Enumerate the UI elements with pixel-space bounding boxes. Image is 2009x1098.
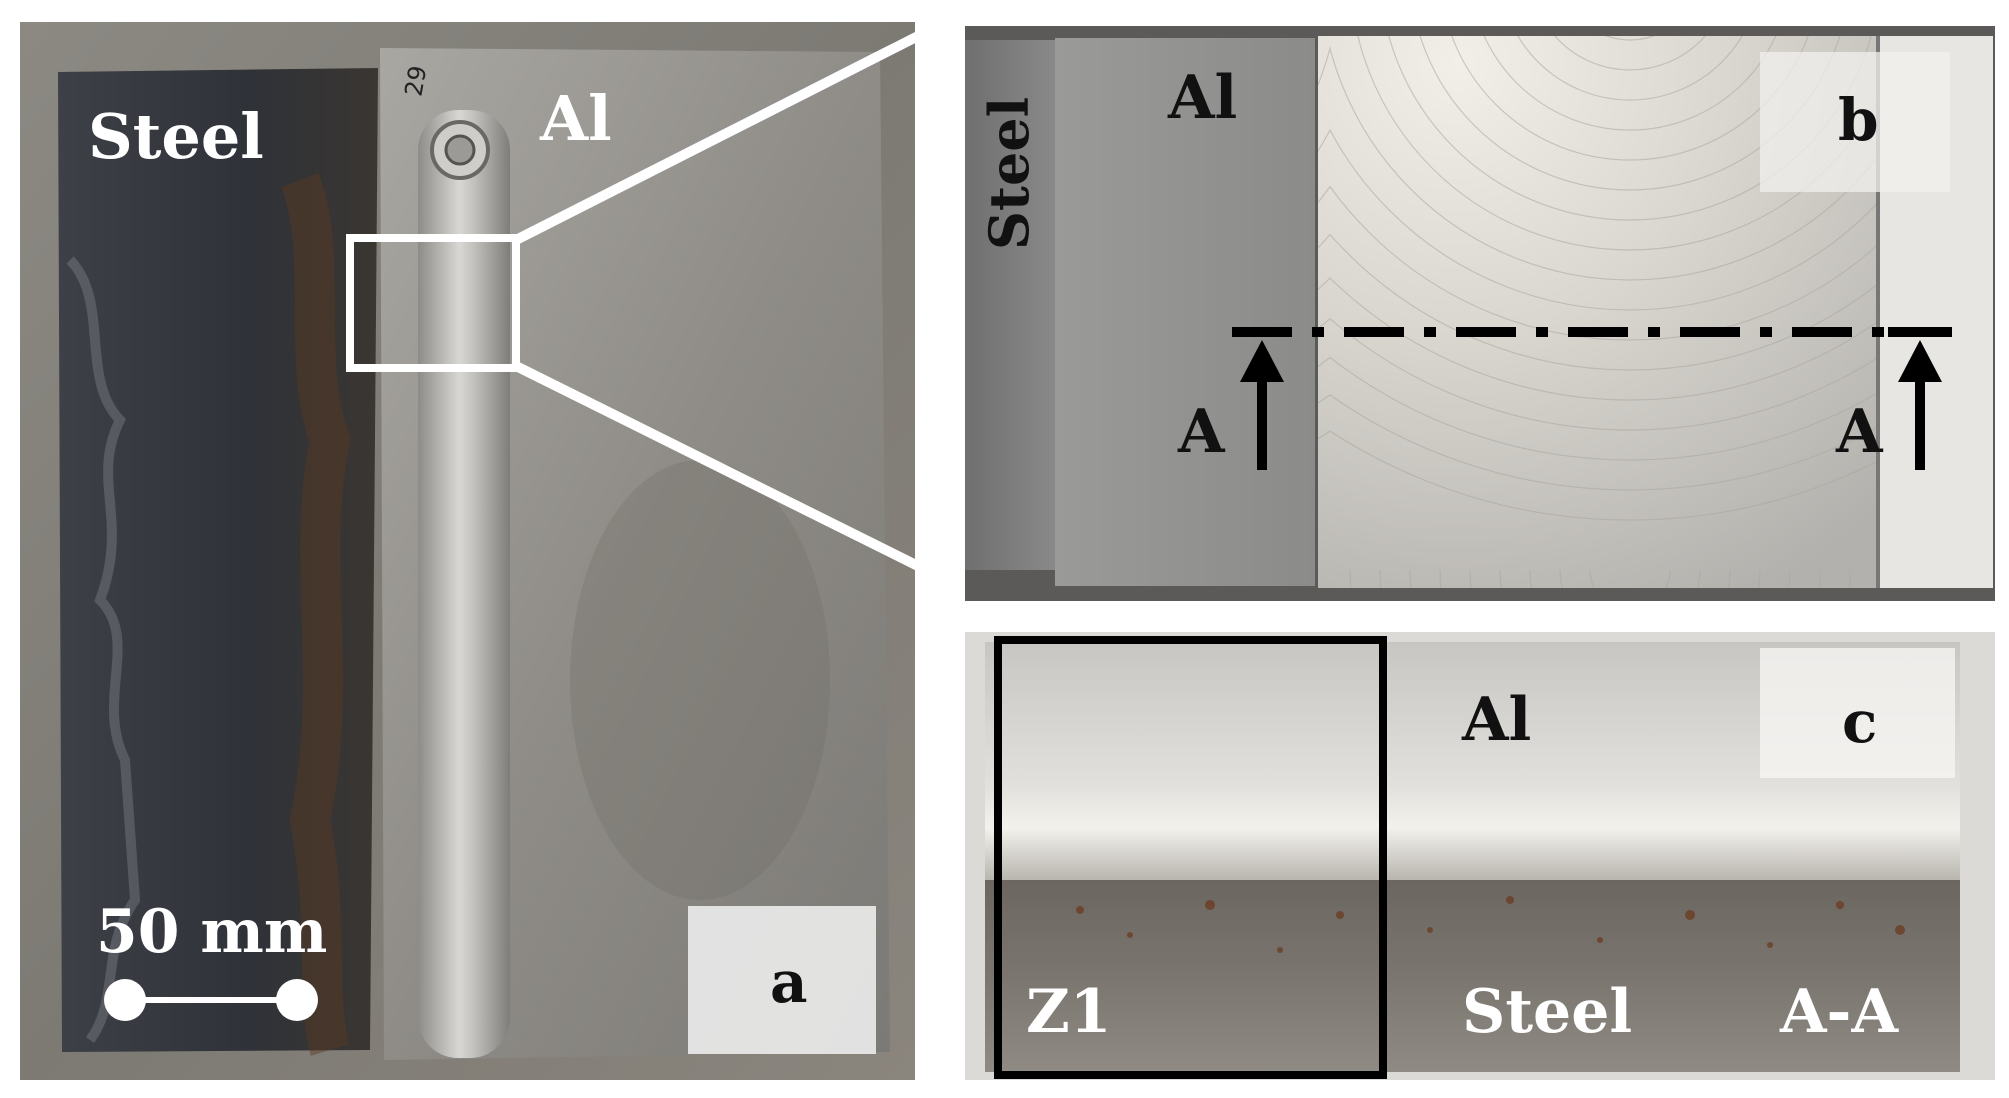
panel-a: 29 Steel Al 50 mm a <box>20 22 915 1080</box>
panel-b-letter-box <box>1760 52 1950 192</box>
panel-a-letter: a <box>770 948 808 1016</box>
panel-b-steel-strip <box>965 40 1055 570</box>
panel-b-letter: b <box>1838 86 1879 154</box>
zone-z1-box <box>994 636 1387 1079</box>
exit-hole-inner <box>444 134 476 166</box>
scale-bar-text: 50 mm <box>96 897 327 967</box>
section-label-left: A <box>1177 397 1226 467</box>
panel-c-steel-label: Steel <box>1462 977 1632 1047</box>
panel-c: Al c Z1 Steel A-A <box>965 632 1995 1080</box>
weld-seam <box>418 110 510 1058</box>
section-label-right: A <box>1835 397 1884 467</box>
panel-c-rust-specks <box>1076 896 1905 953</box>
section-a-a-label: A-A <box>1779 977 1899 1047</box>
panel-c-letter-box <box>1760 648 1955 778</box>
steel-label: Steel <box>88 100 264 173</box>
section-arrow-right-head <box>1898 340 1942 382</box>
steel-rust-band <box>281 172 351 1056</box>
al-label: Al <box>539 82 612 155</box>
aluminium-dark-patch <box>570 460 830 900</box>
scale-bar-left-dot <box>104 979 146 1021</box>
panel-b-al-strip <box>1055 38 1315 586</box>
zone-z1-label: Z1 <box>1026 977 1112 1047</box>
panel-b-steel-label: Steel <box>977 97 1041 250</box>
zoom-connector-top <box>513 25 933 245</box>
zoom-connector-bottom <box>513 361 933 577</box>
zoom-box <box>346 234 520 372</box>
panel-c-steel-layer <box>985 880 1960 1072</box>
steel-edge-texture <box>66 256 141 1043</box>
steel-plate <box>58 68 378 1052</box>
panel-b-al-label: Al <box>1167 63 1237 133</box>
panel-a-letter-box <box>688 906 876 1054</box>
scale-bar-right-dot <box>276 979 318 1021</box>
panel-c-letter: c <box>1842 688 1877 756</box>
section-arrow-left-head <box>1240 340 1284 382</box>
weld-mark-text: 29 <box>399 64 432 99</box>
panel-b: Steel Al b A A <box>965 26 1995 601</box>
panel-c-al-label: Al <box>1461 685 1531 755</box>
